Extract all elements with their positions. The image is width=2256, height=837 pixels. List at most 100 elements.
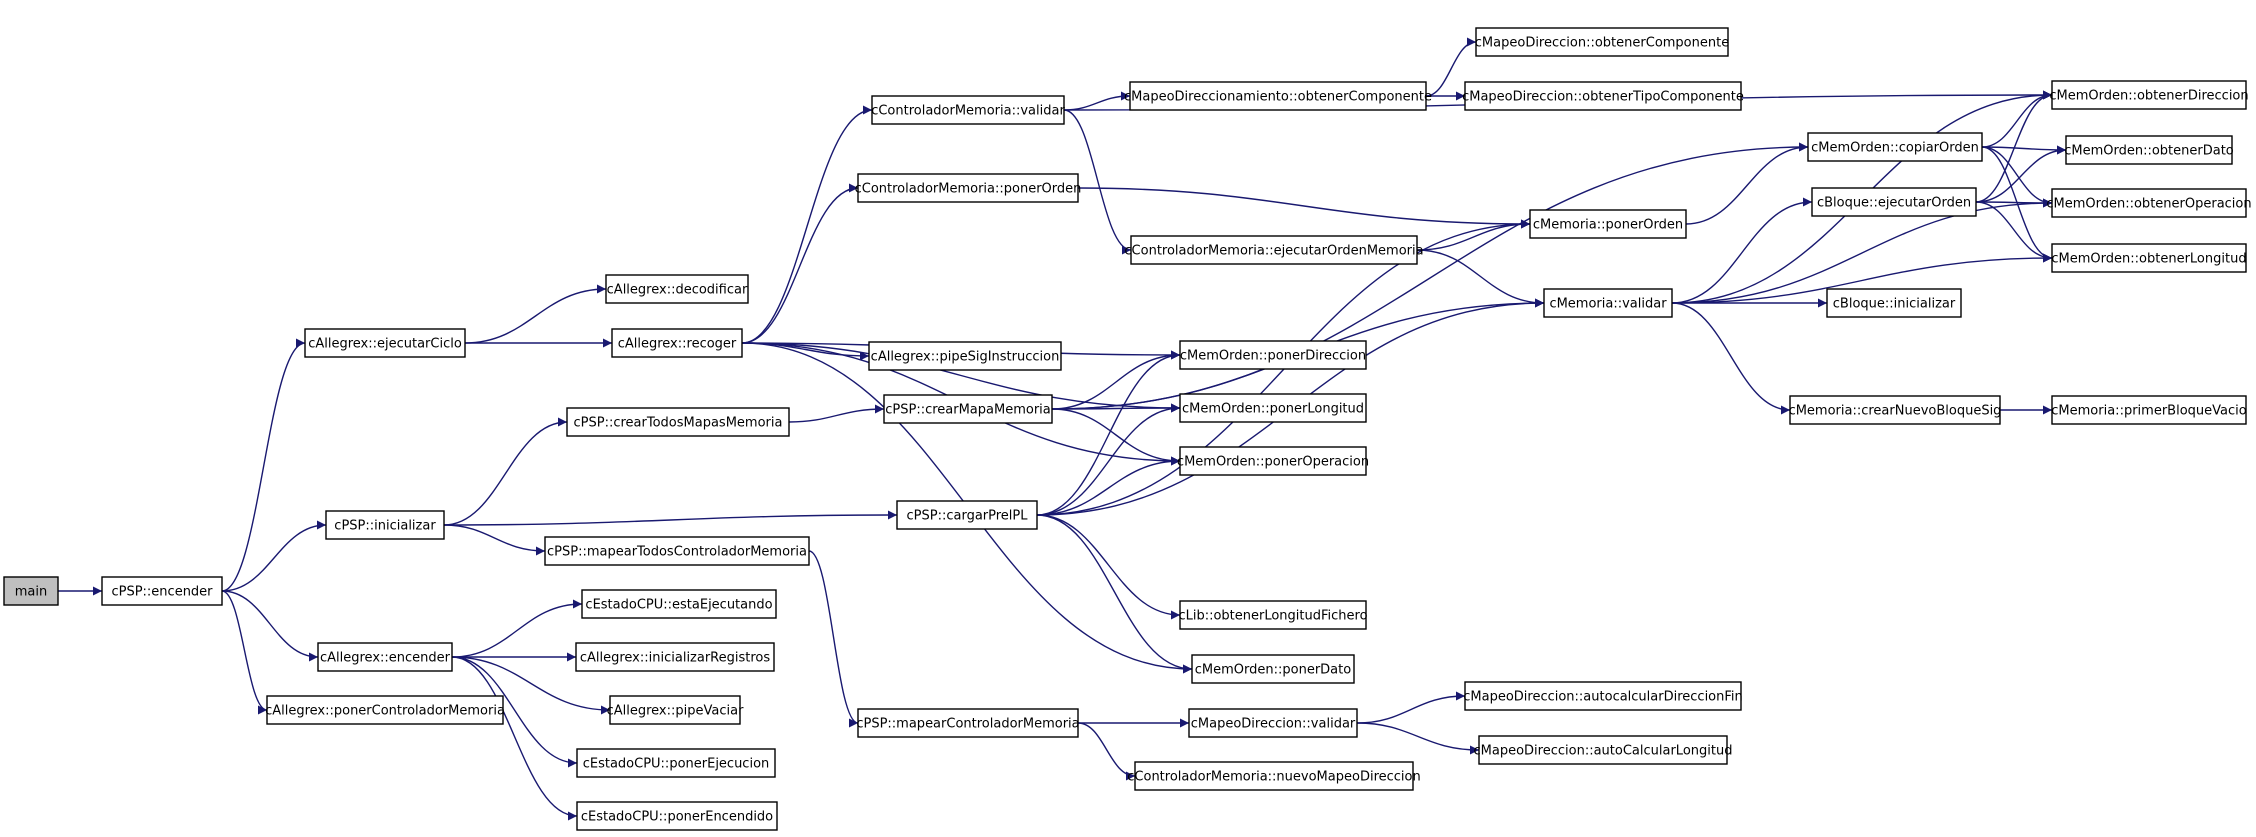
- node-box[interactable]: [1543, 288, 1673, 318]
- node-box[interactable]: [1807, 132, 1983, 162]
- node-alg_inicializarRegistros[interactable]: cAllegrex::inicializarRegistros: [575, 642, 775, 672]
- node-box[interactable]: [2051, 188, 2247, 218]
- node-cm_ponerOrden[interactable]: cControladorMemoria::ponerOrden: [855, 173, 1082, 203]
- node-box[interactable]: [1529, 209, 1687, 239]
- node-box[interactable]: [581, 589, 777, 619]
- node-alg_ejecutarCiclo[interactable]: cAllegrex::ejecutarCiclo: [304, 328, 466, 358]
- edge-line: [221, 520, 327, 592]
- node-label: cBloque::inicializar: [1833, 297, 1956, 312]
- node-box[interactable]: [857, 173, 1079, 203]
- node-cpu_ponerEjecucion[interactable]: cEstadoCPU::ponerEjecucion: [576, 748, 776, 778]
- node-mo_obtenerOperacion[interactable]: cMemOrden::obtenerOperacion: [2046, 188, 2252, 218]
- node-box[interactable]: [2051, 80, 2247, 110]
- node-blq_ejecutarOrden[interactable]: cBloque::ejecutarOrden: [1811, 187, 1977, 217]
- node-box[interactable]: [1789, 395, 2001, 425]
- node-label: cPSP::crearTodosMapasMemoria: [574, 416, 783, 431]
- node-label: cMapeoDireccionamiento::obtenerComponent…: [1124, 90, 1432, 105]
- node-mo_copiarOrden[interactable]: cMemOrden::copiarOrden: [1807, 132, 1983, 162]
- node-box[interactable]: [611, 328, 743, 358]
- node-alg_recoger[interactable]: cAllegrex::recoger: [611, 328, 743, 358]
- node-md_autoCalcularLongitud[interactable]: cMapeoDireccion::autoCalcularLongitud: [1474, 735, 1733, 765]
- node-box[interactable]: [1179, 393, 1367, 423]
- node-box[interactable]: [896, 500, 1038, 530]
- edge-cm_validar-to-cm_ejecutarOrdenMemoria: [1063, 109, 1132, 255]
- node-box[interactable]: [1129, 81, 1427, 111]
- node-box[interactable]: [1188, 708, 1358, 738]
- node-box[interactable]: [576, 801, 778, 831]
- node-box[interactable]: [566, 407, 790, 437]
- node-cm_nuevoMapeoDireccion[interactable]: cControladorMemoria::nuevoMapeoDireccion: [1127, 761, 1421, 791]
- node-mem_ponerOrden[interactable]: cMemoria::ponerOrden: [1529, 209, 1687, 239]
- node-md_obtenerTipoComponente[interactable]: cMapeoDireccion::obtenerTipoComponente: [1462, 81, 1744, 111]
- node-box[interactable]: [1475, 27, 1729, 57]
- node-cpu_ponerEncendido[interactable]: cEstadoCPU::ponerEncendido: [576, 801, 778, 831]
- node-box[interactable]: [1130, 235, 1418, 265]
- node-box[interactable]: [1826, 288, 1962, 318]
- node-alg_ponerControladorMemoria[interactable]: cAllegrex::ponerControladorMemoria: [265, 695, 505, 725]
- node-alg_encender[interactable]: cAllegrex::encender: [317, 642, 453, 672]
- node-mem_primerBloqueVacio[interactable]: cMemoria::primerBloqueVacio: [2051, 395, 2247, 425]
- node-psp_crearTodosMapasMemoria[interactable]: cPSP::crearTodosMapasMemoria: [566, 407, 790, 437]
- node-box[interactable]: [1478, 735, 1728, 765]
- node-psp_cargarPrelPL[interactable]: cPSP::cargarPrelPL: [896, 500, 1038, 530]
- node-alg_decodificar[interactable]: cAllegrex::decodificar: [605, 274, 749, 304]
- node-mo_ponerOperacion[interactable]: cMemOrden::ponerOperacion: [1177, 446, 1369, 476]
- node-psp_crearMapaMemoria[interactable]: cPSP::crearMapaMemoria: [883, 394, 1053, 424]
- node-box[interactable]: [871, 95, 1065, 125]
- node-box[interactable]: [868, 341, 1062, 371]
- node-box[interactable]: [1179, 600, 1367, 630]
- node-cpu_estaEjecutando[interactable]: cEstadoCPU::estaEjecutando: [581, 589, 777, 619]
- node-mo_ponerLongitud[interactable]: cMemOrden::ponerLongitud: [1179, 393, 1367, 423]
- node-alg_pipeVaciar[interactable]: cAllegrex::pipeVaciar: [607, 695, 744, 725]
- node-box[interactable]: [101, 576, 223, 606]
- node-blq_inicializar[interactable]: cBloque::inicializar: [1826, 288, 1962, 318]
- edge-cm_validar-to-mapdirnto_obtenerComponente: [1063, 91, 1131, 111]
- node-box[interactable]: [325, 510, 445, 540]
- node-box[interactable]: [1179, 446, 1367, 476]
- edge-mem_validar-to-mo_obtenerLongitud: [1671, 253, 2053, 304]
- node-md_autocalcularDireccionFin[interactable]: cMapeoDireccion::autocalcularDireccionFi…: [1463, 681, 1743, 711]
- node-box[interactable]: [3, 576, 59, 606]
- node-mo_ponerDireccion[interactable]: cMemOrden::ponerDireccion: [1179, 340, 1367, 370]
- node-box[interactable]: [575, 642, 775, 672]
- node-psp_inicializar[interactable]: cPSP::inicializar: [325, 510, 445, 540]
- node-lib_obtenerLongitudFichero[interactable]: cLib::obtenerLongitudFichero: [1178, 600, 1368, 630]
- node-mem_crearNuevoBloqueSig[interactable]: cMemoria::crearNuevoBloqueSig: [1789, 395, 2002, 425]
- node-mo_obtenerDireccion[interactable]: cMemOrden::obtenerDireccion: [2049, 80, 2249, 110]
- node-box[interactable]: [2051, 395, 2247, 425]
- node-box[interactable]: [883, 394, 1053, 424]
- node-main[interactable]: main: [3, 576, 59, 606]
- node-md_obtenerComponente[interactable]: cMapeoDireccion::obtenerComponente: [1475, 27, 1729, 57]
- node-box[interactable]: [1191, 654, 1355, 684]
- node-mo_obtenerLongitud[interactable]: cMemOrden::obtenerLongitud: [2051, 243, 2247, 273]
- node-cm_ejecutarOrdenMemoria[interactable]: cControladorMemoria::ejecutarOrdenMemori…: [1124, 235, 1424, 265]
- node-box[interactable]: [609, 695, 741, 725]
- node-label: cMapeoDireccion::autoCalcularLongitud: [1474, 744, 1733, 759]
- node-box[interactable]: [2065, 135, 2233, 165]
- node-box[interactable]: [605, 274, 749, 304]
- node-box[interactable]: [304, 328, 466, 358]
- node-box[interactable]: [1464, 81, 1742, 111]
- node-box[interactable]: [857, 708, 1079, 738]
- node-label: cEstadoCPU::estaEjecutando: [585, 598, 772, 613]
- node-alg_pipeSigInstruccion[interactable]: cAllegrex::pipeSigInstruccion: [868, 341, 1062, 371]
- node-cm_validar[interactable]: cControladorMemoria::validar: [871, 95, 1065, 125]
- node-box[interactable]: [1811, 187, 1977, 217]
- node-md_validar[interactable]: cMapeoDireccion::validar: [1188, 708, 1358, 738]
- node-mem_validar[interactable]: cMemoria::validar: [1543, 288, 1673, 318]
- node-psp_mapearTodosControladorMemoria[interactable]: cPSP::mapearTodosControladorMemoria: [544, 536, 810, 566]
- node-mo_ponerDato[interactable]: cMemOrden::ponerDato: [1191, 654, 1355, 684]
- node-mapdirnto_obtenerComponente[interactable]: cMapeoDireccionamiento::obtenerComponent…: [1124, 81, 1432, 111]
- node-box[interactable]: [1464, 681, 1742, 711]
- node-box[interactable]: [266, 695, 504, 725]
- node-box[interactable]: [544, 536, 810, 566]
- edge-line: [443, 417, 568, 526]
- node-box[interactable]: [1179, 340, 1367, 370]
- node-psp_mapearControladorMemoria[interactable]: cPSP::mapearControladorMemoria: [856, 708, 1080, 738]
- node-box[interactable]: [2051, 243, 2247, 273]
- node-mo_obtenerDato[interactable]: cMemOrden::obtenerDato: [2064, 135, 2234, 165]
- node-psp_encender[interactable]: cPSP::encender: [101, 576, 223, 606]
- node-box[interactable]: [1134, 761, 1414, 791]
- node-box[interactable]: [576, 748, 776, 778]
- node-box[interactable]: [317, 642, 453, 672]
